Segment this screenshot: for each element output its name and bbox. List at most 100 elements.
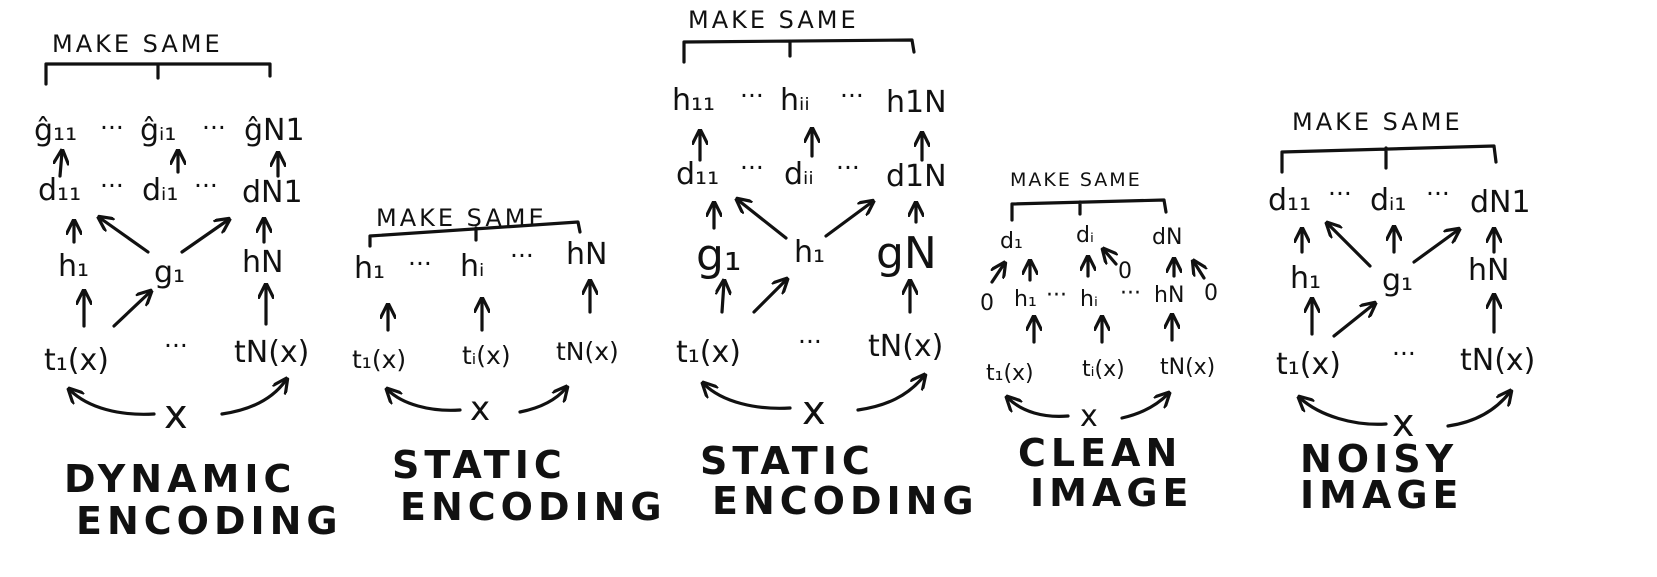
arrow bbox=[100, 218, 150, 254]
arrow bbox=[752, 280, 786, 314]
caption-line: ENCODING bbox=[76, 499, 343, 543]
label-h-N: hN bbox=[1154, 283, 1184, 308]
label-d-N1: dN1 bbox=[242, 175, 303, 210]
arrow bbox=[1412, 230, 1458, 264]
ellipsis: ··· bbox=[1392, 339, 1416, 368]
label-h-N: hN bbox=[242, 245, 283, 280]
arrow bbox=[856, 376, 924, 412]
caption-line: CLEAN bbox=[1018, 431, 1182, 475]
label-d-i: dᵢ bbox=[1076, 223, 1094, 248]
label-g-1: g₁ bbox=[1382, 263, 1413, 298]
label-h-N: hN bbox=[566, 237, 607, 272]
label-h-1: h₁ bbox=[354, 251, 385, 286]
label-d-N: dN bbox=[1152, 225, 1182, 250]
label-t-i: tᵢ(x) bbox=[1082, 357, 1125, 382]
ellipsis: ··· bbox=[798, 327, 822, 356]
ellipsis: ··· bbox=[164, 331, 188, 360]
ellipsis: ··· bbox=[1328, 179, 1352, 208]
label-t-N: tN(x) bbox=[1160, 355, 1215, 380]
caption-line: ENCODING bbox=[712, 479, 979, 523]
arrow bbox=[180, 220, 228, 254]
arrow bbox=[70, 390, 156, 416]
make-same-label: MAKE SAME bbox=[688, 6, 859, 34]
ellipsis: ··· bbox=[836, 153, 860, 182]
label-t-1: t₁(x) bbox=[676, 335, 741, 370]
label-g-N: gN bbox=[876, 228, 937, 279]
label-t-1: t₁(x) bbox=[986, 361, 1034, 386]
ellipsis: ··· bbox=[1120, 281, 1141, 306]
label-d-N1: dN1 bbox=[1470, 185, 1531, 220]
label-t-i: tᵢ(x) bbox=[462, 341, 511, 370]
label-h-1: h₁ bbox=[1014, 287, 1037, 312]
make-same-label: MAKE SAME bbox=[1010, 169, 1142, 191]
caption-line: STATIC bbox=[700, 439, 875, 483]
label-d-ii: dᵢᵢ bbox=[784, 157, 814, 192]
label-d-i1: dᵢ₁ bbox=[1370, 183, 1406, 218]
caption-line: NOISY bbox=[1300, 437, 1458, 481]
label-zero: 0 bbox=[1118, 259, 1132, 284]
panel-static-encoding-2: MAKE SAME h₁₁ ··· hᵢᵢ ··· h1N d₁₁ ··· dᵢ… bbox=[672, 6, 979, 523]
label-h-11: h₁₁ bbox=[672, 83, 715, 118]
label-t-N: tN(x) bbox=[556, 337, 619, 366]
label-x: x bbox=[802, 388, 826, 434]
arrow bbox=[992, 264, 1004, 284]
ellipsis: ··· bbox=[100, 171, 124, 200]
caption-line: STATIC bbox=[392, 443, 567, 487]
arrow bbox=[518, 388, 566, 414]
ellipsis: ··· bbox=[740, 81, 764, 110]
ellipsis: ··· bbox=[100, 113, 124, 142]
label-zero: 0 bbox=[980, 291, 994, 316]
caption-line: IMAGE bbox=[1300, 473, 1464, 517]
label-g-hat-N1: ĝN1 bbox=[244, 113, 305, 148]
label-h-1: h₁ bbox=[1290, 261, 1321, 296]
ellipsis: ··· bbox=[510, 241, 534, 270]
arrow bbox=[704, 384, 792, 410]
arrow bbox=[824, 202, 872, 238]
arrow bbox=[1120, 394, 1168, 420]
arrow bbox=[60, 152, 62, 178]
label-t-N: tN(x) bbox=[1460, 343, 1535, 378]
ellipsis: ··· bbox=[740, 153, 764, 182]
label-d-11: d₁₁ bbox=[38, 173, 81, 208]
arrow bbox=[722, 282, 724, 314]
arrow bbox=[1194, 262, 1204, 280]
ellipsis: ··· bbox=[202, 113, 226, 142]
ellipsis: ··· bbox=[1046, 283, 1067, 308]
label-d-i1: dᵢ₁ bbox=[142, 173, 178, 208]
label-d-1N: d1N bbox=[886, 159, 947, 194]
panel-dynamic-encoding: MAKE SAME ĝ₁₁ ··· ĝᵢ₁ ··· ĝN1 d₁₁ ··· dᵢ… bbox=[34, 30, 343, 543]
arrow bbox=[388, 390, 462, 412]
make-same-label: MAKE SAME bbox=[52, 30, 223, 58]
label-g-1: g₁ bbox=[154, 255, 185, 290]
label-x: x bbox=[470, 389, 490, 429]
label-d-11: d₁₁ bbox=[1268, 183, 1311, 218]
label-g-hat-i1: ĝᵢ₁ bbox=[140, 113, 176, 148]
label-g-hat-11: ĝ₁₁ bbox=[34, 113, 77, 148]
caption-line: IMAGE bbox=[1030, 471, 1194, 515]
make-same-label: MAKE SAME bbox=[1292, 108, 1463, 136]
label-h-N: hN bbox=[1468, 253, 1509, 288]
panel-noisy-image: MAKE SAME d₁₁ ··· dᵢ₁ ··· dN1 h₁ g₁ hN t… bbox=[1268, 108, 1535, 517]
label-h-i: hᵢ bbox=[1080, 287, 1098, 312]
panel-clean-image: MAKE SAME d₁ dᵢ dN 0 h₁ ··· hᵢ 0 ··· hN … bbox=[980, 169, 1218, 515]
label-t-N: tN(x) bbox=[868, 329, 943, 364]
make-same-bracket bbox=[44, 62, 272, 86]
arrow bbox=[1332, 304, 1374, 338]
arrow bbox=[1300, 398, 1388, 426]
panel-static-encoding-1: MAKE SAME h₁ ··· hᵢ ··· hN t₁(x) tᵢ(x) t… bbox=[352, 204, 662, 529]
label-h-i: hᵢ bbox=[460, 249, 484, 284]
label-h-1: h₁ bbox=[794, 235, 825, 270]
arrow bbox=[112, 292, 150, 328]
arrow bbox=[1104, 250, 1116, 266]
make-same-bracket bbox=[1010, 198, 1168, 222]
ellipsis: ··· bbox=[194, 171, 218, 200]
label-h-ii: hᵢᵢ bbox=[780, 83, 810, 118]
label-zero: 0 bbox=[1204, 281, 1218, 306]
label-h-1N: h1N bbox=[886, 85, 947, 120]
make-same-bracket bbox=[1280, 144, 1498, 174]
arrow bbox=[1446, 392, 1510, 428]
label-x: x bbox=[1080, 399, 1098, 434]
arrow bbox=[220, 380, 286, 416]
make-same-label: MAKE SAME bbox=[376, 204, 547, 232]
